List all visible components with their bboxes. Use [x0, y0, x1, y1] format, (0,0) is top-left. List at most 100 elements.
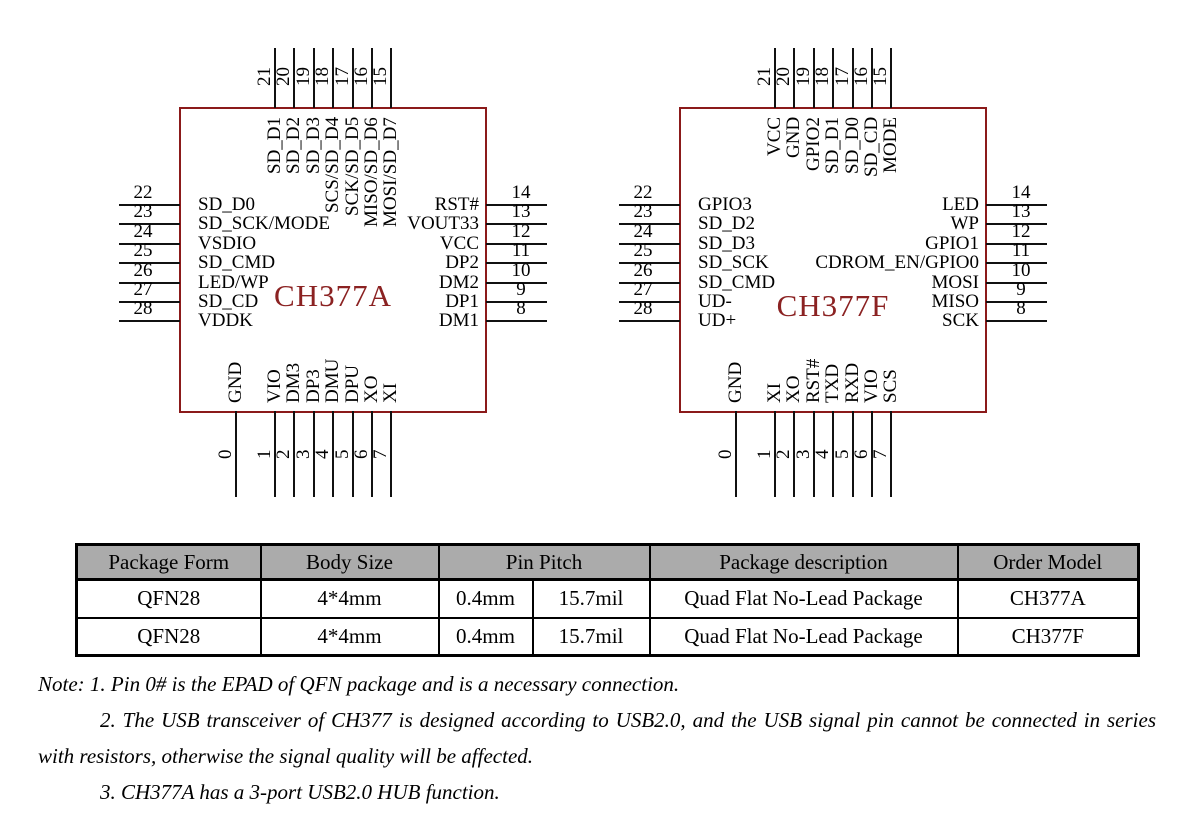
package-table-wrap: Package Form Body Size Pin Pitch Package…	[75, 543, 1140, 657]
pin-line	[486, 320, 547, 323]
table-cell: 15.7mil	[531, 616, 651, 657]
pin-label: CDROM_EN/GPIO0	[815, 252, 979, 274]
pin-label: LED/WP	[198, 271, 269, 293]
pin-number: 25	[633, 240, 653, 262]
pin-number: 3	[792, 449, 814, 460]
pin-line	[851, 411, 854, 497]
pin-number: 18	[312, 67, 334, 86]
pin-number: 26	[133, 259, 153, 281]
pin-number: 11	[511, 240, 531, 262]
pin-line	[890, 411, 893, 497]
pin-line	[274, 411, 276, 497]
pin-label: XO	[783, 375, 805, 403]
note-2: 2. The USB transceiver of CH377 is desig…	[38, 708, 1156, 768]
pin-line	[986, 301, 1047, 303]
pin-line	[619, 223, 680, 226]
pin-line	[851, 48, 854, 108]
pin-label: SCK	[942, 310, 979, 332]
pin-line	[986, 320, 1047, 323]
pin-number: 9	[1016, 279, 1026, 300]
pin-line	[793, 411, 796, 497]
pin-label: DMU	[322, 358, 344, 403]
pin-line	[274, 48, 276, 108]
pin-line	[619, 204, 680, 206]
pin-label: SD_D1	[264, 116, 285, 174]
pin-label: VDDK	[198, 310, 253, 332]
pin-line	[619, 242, 680, 245]
pin-number: 16	[851, 67, 872, 86]
pin-label: SD_D0	[841, 116, 863, 174]
pin-label: TXD	[822, 363, 844, 403]
pin-line	[119, 242, 180, 245]
pin-number: 12	[1011, 220, 1031, 242]
pin-line	[390, 411, 393, 497]
pin-label: XI	[764, 382, 785, 403]
pin-line	[312, 411, 315, 497]
pin-label: VIO	[861, 369, 882, 403]
pin-label: GPIO2	[802, 117, 824, 171]
pin-line	[119, 204, 180, 206]
pin-number: 10	[511, 259, 531, 281]
pin-label: SD_D3	[698, 232, 756, 254]
pin-line	[986, 204, 1047, 206]
pin-number: 18	[812, 67, 834, 86]
pin-label: SD_SCK/MODE	[198, 213, 330, 235]
pin-line	[119, 281, 180, 284]
pin-line	[619, 320, 680, 323]
header-package-description: Package description	[648, 543, 959, 581]
pin-label: WP	[950, 213, 980, 235]
pin-label: MODE	[880, 117, 902, 173]
pin-line	[371, 411, 373, 497]
pin-label: GND	[225, 361, 246, 403]
pin-number: 28	[133, 298, 153, 320]
chip-outline	[179, 107, 487, 413]
pin-number: 21	[754, 67, 775, 86]
pin-number: 23	[633, 201, 653, 223]
pin-number: 13	[511, 201, 531, 223]
pin-label: UD-	[698, 291, 732, 312]
pin-number: 23	[133, 201, 153, 223]
package-table: Package Form Body Size Pin Pitch Package…	[75, 543, 1140, 657]
pin-line	[351, 411, 354, 497]
pin-label: GPIO1	[925, 232, 979, 254]
pin-label: SD_D3	[302, 116, 324, 174]
pin-number: 7	[870, 449, 892, 460]
pin-number: 19	[792, 67, 814, 86]
pin-number: 0	[215, 449, 236, 460]
pin-line	[332, 48, 335, 108]
pin-label: SCS	[880, 369, 902, 403]
pin-label: DP3	[302, 369, 324, 403]
pin-line	[293, 48, 296, 108]
pin-line	[832, 411, 835, 497]
table-cell: 4*4mm	[259, 578, 440, 619]
pin-number: 2	[773, 449, 795, 460]
pin-number: 22	[133, 182, 153, 203]
pin-number: 27	[633, 279, 653, 300]
header-pin-pitch: Pin Pitch	[437, 543, 651, 581]
pin-number: 3	[292, 449, 314, 460]
pin-label: LED	[942, 194, 979, 215]
pin-number: 5	[831, 449, 853, 460]
pin-line	[774, 411, 776, 497]
table-row: QFN28 4*4mm 0.4mm 15.7mil Quad Flat No-L…	[75, 578, 1140, 619]
table-row: QFN28 4*4mm 0.4mm 15.7mil Quad Flat No-L…	[75, 616, 1140, 657]
pin-number: 12	[511, 220, 531, 242]
pin-label: SD_D2	[698, 213, 756, 235]
pin-label: RST#	[802, 358, 824, 403]
table-cell: CH377A	[956, 578, 1140, 619]
chip-outline	[679, 107, 987, 413]
pin-line	[486, 204, 547, 206]
pin-line	[986, 223, 1047, 226]
pin-label: VCC	[764, 116, 785, 156]
pin-line	[774, 48, 776, 108]
pin-number: 19	[292, 67, 314, 86]
pin-number: 1	[254, 449, 275, 460]
pin-label: GND	[725, 361, 746, 403]
pin-label: GPIO3	[698, 194, 752, 215]
pin-label: MISO	[931, 291, 979, 312]
pin-line	[119, 320, 180, 323]
table-cell: 0.4mm	[437, 616, 534, 657]
pin-number: 22	[633, 182, 653, 203]
pin-number: 21	[254, 67, 275, 86]
